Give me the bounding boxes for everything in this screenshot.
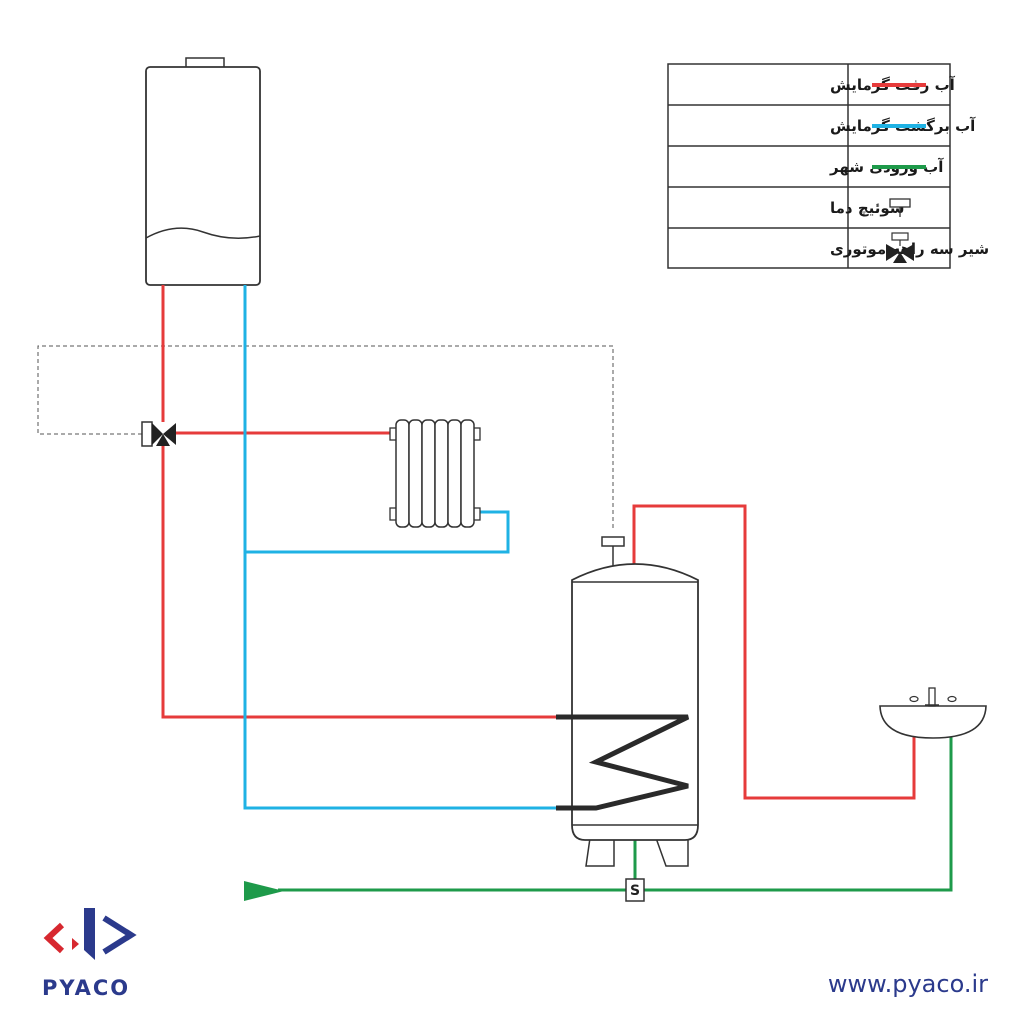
logo-text: PYACO: [42, 976, 130, 1000]
heating-coil: [556, 714, 690, 811]
website-link[interactable]: www.pyaco.ir: [828, 970, 988, 998]
legend: آب رفت گرمایش آب برگشت گرمایش آب ورودی ش…: [667, 63, 989, 269]
legend-label-thermostat: سوئیچ دما: [830, 199, 905, 217]
pyaco-logo: PYACO: [42, 908, 137, 1000]
sensor-label: S: [630, 883, 640, 899]
three-way-valve-icon: [141, 421, 176, 447]
sink: [879, 687, 987, 739]
sensor-s: S: [625, 878, 645, 902]
thermostat-icon: [601, 536, 625, 566]
control-wire: [37, 345, 614, 530]
legend-valve-icon: [886, 232, 914, 263]
boiler: [145, 57, 261, 286]
city-water-inlet-arrow: [244, 881, 284, 901]
return-pipes: [243, 285, 558, 810]
radiator: [389, 419, 481, 528]
hot-water-tank: [556, 563, 699, 867]
supply-pipes: [161, 285, 916, 800]
legend-thermostat-icon: [889, 198, 911, 217]
